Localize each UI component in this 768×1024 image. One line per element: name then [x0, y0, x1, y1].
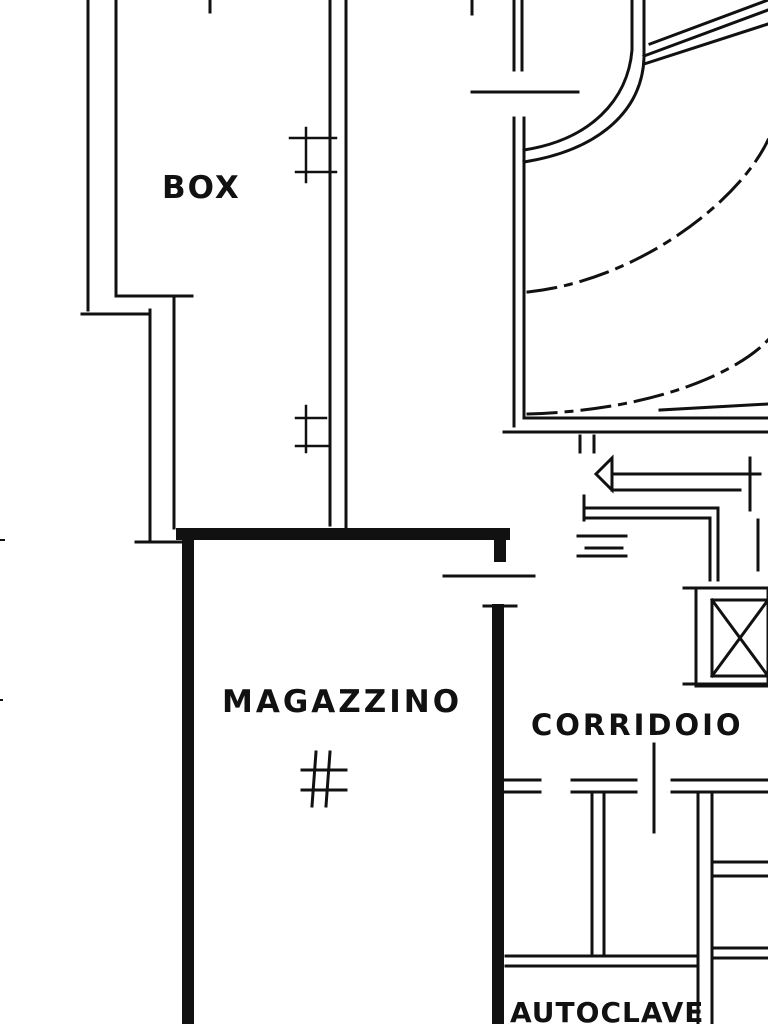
- magazzino-walls: [176, 528, 510, 1024]
- arrow-left-icon: [578, 434, 762, 512]
- box-door-marks: [288, 126, 338, 454]
- magazzino-door: [442, 574, 536, 608]
- left-edge-marks: [0, 539, 5, 701]
- box-right-wall: [208, 0, 348, 530]
- room-label-autoclave: AUTOCLAVE: [510, 996, 705, 1024]
- staircase-icon: [522, 0, 768, 416]
- stair-walls: [470, 0, 768, 434]
- box-left-wall: [80, 0, 194, 544]
- room-label-corridoio: CORRIDOIO: [531, 708, 744, 742]
- hash-drain-icon: [300, 750, 348, 808]
- corridoio-walls: [502, 742, 768, 1024]
- crossed-box-icon: [682, 586, 768, 688]
- room-label-magazzino: MAGAZZINO: [222, 684, 463, 720]
- room-label-box: BOX: [162, 170, 241, 206]
- duct-lines: [576, 494, 760, 582]
